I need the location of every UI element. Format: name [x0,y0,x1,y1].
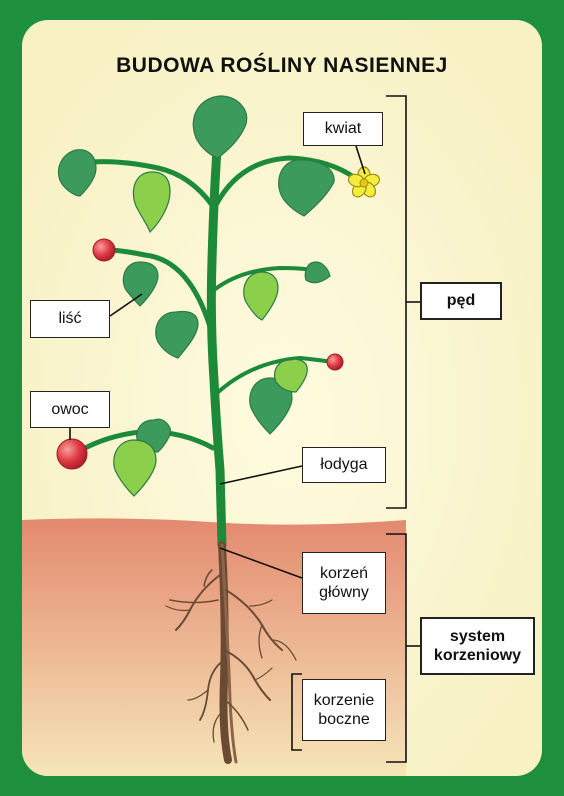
label-owoc-text: owoc [51,400,89,418]
leaf-right-top [278,159,335,217]
page-title: BUDOWA ROŚLINY NASIENNEJ [116,54,448,77]
branch-mid-right [212,265,314,292]
fruit-lower [56,438,88,470]
label-owoc: owoc [30,391,110,428]
roots [165,541,297,764]
fruit-right [326,353,344,371]
leaf-mid-left [122,261,159,307]
leaf-lower-right-light [273,358,308,393]
label-lisc: liść [30,300,110,338]
bracket-korzenie-boczne [291,673,302,751]
leaf-center-left [155,310,199,359]
leaf-small-right [304,261,331,284]
label-lisc-text: liść [58,310,82,328]
label-lodyga: łodyga [302,447,386,483]
label-system-line2: korzeniowy [433,647,522,664]
leaf-mid-right [243,271,279,321]
branch-to-right-fruit [213,355,334,397]
label-korzen-glowny-line2: główny [319,584,369,601]
label-ped: pęd [420,282,502,320]
leaf-left-light [132,171,171,234]
leaf-lower-left [113,439,157,497]
label-kwiat-text: kwiat [324,120,362,138]
leaves [57,95,335,497]
leader-korzen-glowny [219,547,303,579]
label-system-korzeniowy: system korzeniowy [420,617,535,675]
leaf-top [192,95,248,159]
label-korzenie-boczne-line1: korzenie [313,691,375,709]
leader-lisc [109,293,143,317]
label-system-line1: system [449,627,506,645]
label-lodyga-text: łodyga [320,456,368,474]
leader-lines [69,95,420,763]
label-korzenie-boczne: korzenie boczne [302,679,386,741]
bracket-system-korzeniowy [386,533,407,763]
label-kwiat: kwiat [303,112,383,146]
label-korzen-glowny: korzeń główny [302,552,386,614]
label-korzen-glowny-line1: korzeń [319,564,369,582]
main-stem [206,130,227,550]
branch-to-flower [213,155,358,208]
leader-lodyga [219,465,303,485]
branch-to-upper-fruit [105,247,214,333]
label-korzenie-boczne-line2: boczne [318,711,370,728]
flower [347,166,381,198]
fruit-upper [92,238,116,262]
leaf-far-left [57,149,97,197]
label-ped-text: pęd [446,292,476,310]
branch-upper-left [89,159,215,208]
leader-kwiat [355,145,366,175]
